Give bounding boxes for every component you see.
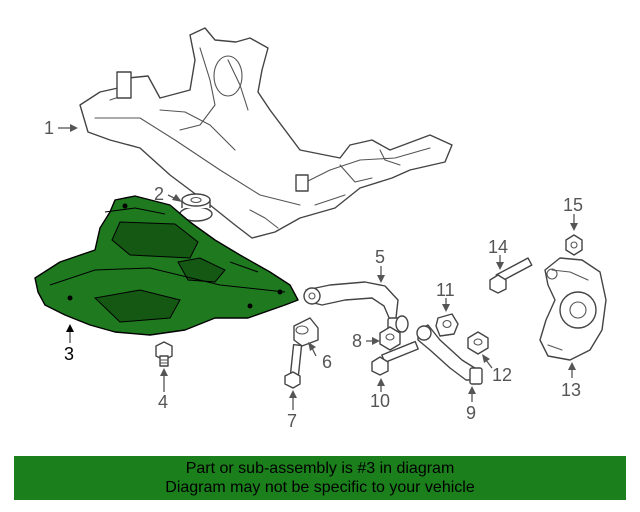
callout-13[interactable]: 13 xyxy=(561,380,581,400)
banner-line-2: Diagram may not be specific to your vehi… xyxy=(165,479,475,496)
part-7-bolt[interactable] xyxy=(284,343,303,389)
parts-diagram: 1 2 3 4 5 6 7 8 9 10 11 12 13 14 15 xyxy=(34,27,607,431)
callout-14[interactable]: 14 xyxy=(488,237,508,257)
part-11-bushing[interactable] xyxy=(435,313,459,337)
info-banner: Part or sub-assembly is #3 in diagram Di… xyxy=(14,456,626,500)
callout-4[interactable]: 4 xyxy=(158,392,168,412)
part-2-mount[interactable] xyxy=(179,193,213,222)
callout-8[interactable]: 8 xyxy=(352,331,362,351)
callout-11[interactable]: 11 xyxy=(436,280,455,300)
callout-9[interactable]: 9 xyxy=(466,403,476,423)
part-12-nut[interactable] xyxy=(467,331,489,355)
part-10-bolt[interactable] xyxy=(371,340,419,376)
callout-6[interactable]: 6 xyxy=(322,352,332,372)
part-13-knuckle[interactable] xyxy=(539,257,607,361)
callout-2[interactable]: 2 xyxy=(154,184,164,204)
callout-15[interactable]: 15 xyxy=(563,195,583,215)
part-5-control-arm[interactable] xyxy=(303,281,409,333)
part-15-nut[interactable] xyxy=(565,234,583,256)
part-14-bolt[interactable] xyxy=(489,257,533,294)
callout-1[interactable]: 1 xyxy=(44,118,54,138)
part-4-bolt[interactable] xyxy=(155,341,173,367)
part-1-subframe[interactable] xyxy=(79,27,453,239)
leader-lines xyxy=(58,124,578,410)
part-8-nut[interactable] xyxy=(379,326,401,351)
callout-labels: 1 2 3 4 5 6 7 8 9 10 11 12 13 14 15 xyxy=(44,118,583,431)
part-6-bushing[interactable] xyxy=(293,317,319,347)
callout-7[interactable]: 7 xyxy=(287,411,297,431)
part-3-splash-shield[interactable] xyxy=(34,195,299,336)
callout-5[interactable]: 5 xyxy=(375,247,385,267)
callout-3[interactable]: 3 xyxy=(64,344,74,364)
callout-10[interactable]: 10 xyxy=(370,391,390,411)
banner-line-1: Part or sub-assembly is #3 in diagram xyxy=(185,460,455,477)
part-9-arm[interactable] xyxy=(416,324,483,385)
callout-12[interactable]: 12 xyxy=(492,365,512,385)
